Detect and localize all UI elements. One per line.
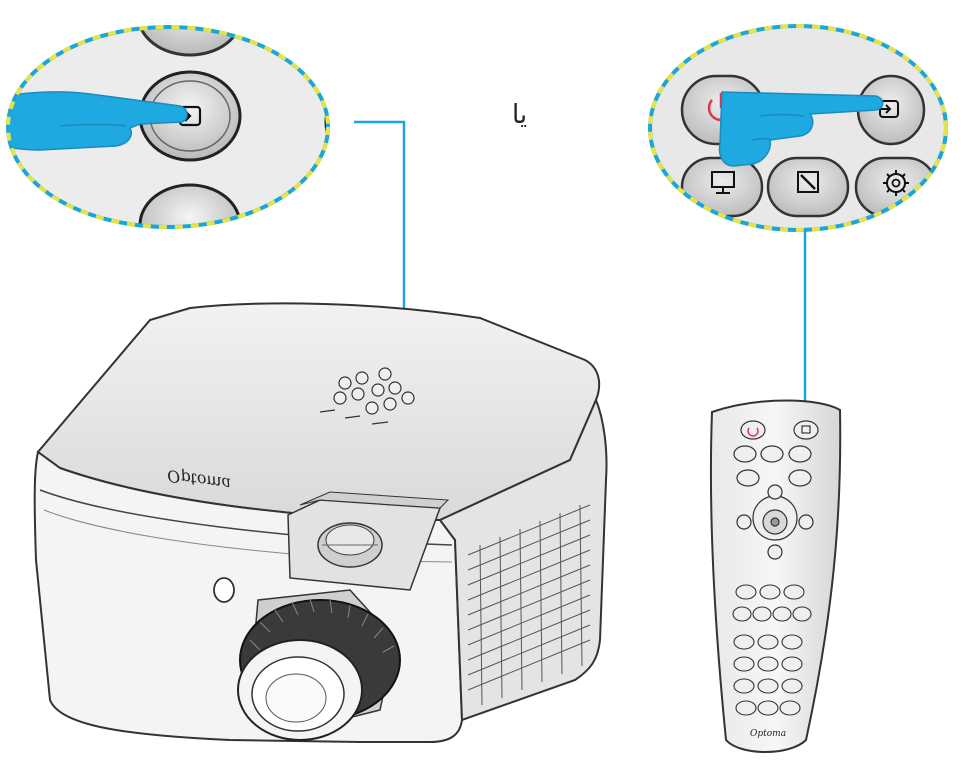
remote-display-button [734, 446, 756, 462]
focus-knob [318, 523, 382, 567]
remote-aspect-button [761, 446, 783, 462]
remote-settings-button [789, 446, 811, 462]
remote-buttons-callout [640, 20, 960, 240]
ir-sensor [214, 578, 234, 602]
projector-keypad-callout [0, 0, 414, 265]
projector-source-button [402, 392, 414, 404]
remote-control: Optoma [711, 401, 840, 753]
projector: Optoma [35, 303, 607, 742]
remote-source-button [794, 421, 818, 439]
remote-aspect-button-zoom [768, 158, 848, 216]
remote-brand: Optoma [750, 729, 786, 739]
